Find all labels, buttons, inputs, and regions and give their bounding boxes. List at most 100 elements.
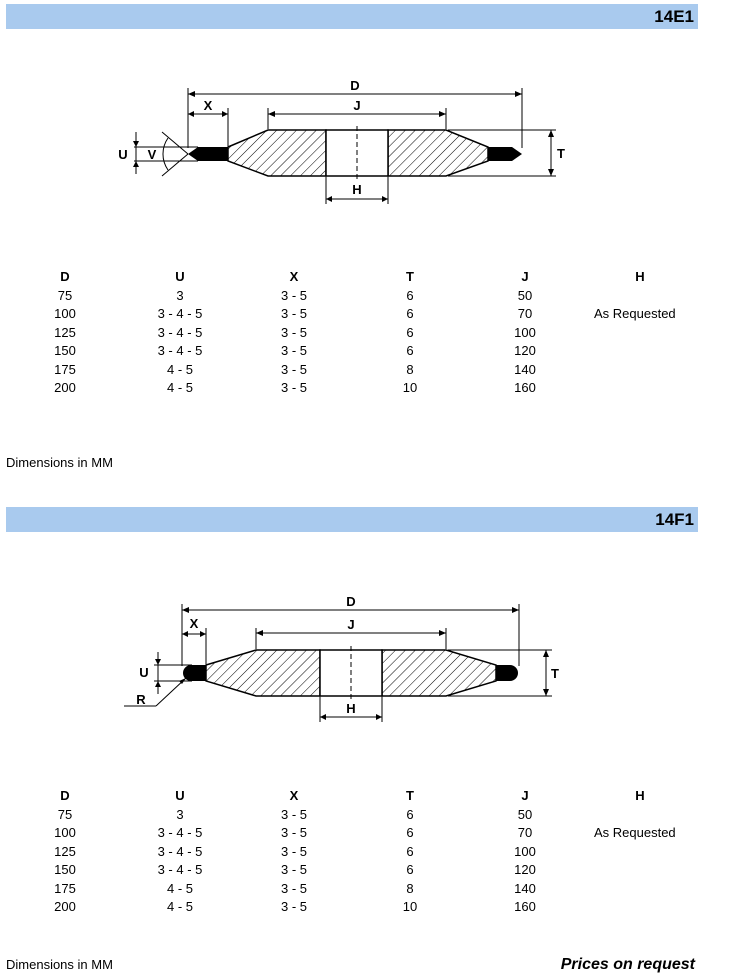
- col-header-d: D: [60, 269, 70, 284]
- cell-t: 6: [406, 862, 414, 877]
- cell-d: 100: [54, 306, 76, 321]
- col-header-t: T: [406, 269, 414, 284]
- col-header-u: U: [175, 788, 185, 803]
- cell-t: 8: [406, 361, 414, 377]
- table-row: 150 3 - 4 - 5 3 - 5 6 120: [0, 862, 729, 881]
- dim-label-j: J: [353, 98, 360, 113]
- cell-t: 10: [402, 899, 418, 914]
- cell-x: 3 - 5: [280, 843, 307, 859]
- cell-u: 3 - 4 - 5: [157, 862, 203, 877]
- cell-j: 70: [517, 306, 533, 321]
- cell-j: 100: [514, 843, 536, 859]
- dimensions-note: Dimensions in MM: [6, 455, 113, 470]
- col-header-x: X: [289, 269, 299, 284]
- col-header-t: T: [406, 788, 414, 803]
- cell-u: 3 - 4 - 5: [157, 343, 203, 358]
- cell-h: As Requested: [594, 306, 676, 321]
- cell-u: 4 - 5: [166, 380, 193, 395]
- cell-d: 150: [54, 343, 76, 358]
- col-header-j: J: [521, 788, 529, 803]
- dim-label-h: H: [352, 182, 361, 197]
- cell-u: 3: [176, 287, 184, 303]
- section-header-bar: 14F1: [6, 507, 698, 532]
- product-code: 14F1: [655, 510, 694, 529]
- cell-u: 4 - 5: [166, 899, 193, 914]
- cell-u: 3: [176, 806, 184, 822]
- cell-t: 6: [406, 324, 414, 340]
- cell-u: 4 - 5: [166, 361, 193, 377]
- cell-j: 160: [514, 899, 536, 914]
- cell-t: 10: [402, 380, 418, 395]
- cell-u: 3 - 4 - 5: [157, 324, 203, 340]
- col-header-j: J: [521, 269, 529, 284]
- cell-j: 70: [517, 825, 533, 840]
- cell-d: 75: [57, 287, 73, 303]
- col-header-h: H: [635, 788, 645, 803]
- cell-d: 200: [54, 899, 76, 914]
- cell-x: 3 - 5: [280, 306, 307, 321]
- dim-label-t: T: [551, 666, 559, 681]
- col-header-h: H: [635, 269, 645, 284]
- table-row: 75 3 3 - 5 6 50: [0, 807, 729, 826]
- cell-j: 50: [517, 806, 533, 822]
- dim-label-d: D: [350, 78, 359, 93]
- cell-x: 3 - 5: [280, 380, 307, 395]
- cell-j: 50: [517, 287, 533, 303]
- dim-label-u: U: [118, 147, 127, 162]
- dimensions-note: Dimensions in MM: [6, 957, 113, 972]
- cell-x: 3 - 5: [280, 899, 307, 914]
- dim-label-r: R: [136, 692, 146, 707]
- col-header-u: U: [175, 269, 185, 284]
- section-header-bar: 14E1: [6, 4, 698, 29]
- table-row: 100 3 - 4 - 5 3 - 5 6 70 As Requested: [0, 306, 729, 325]
- cell-d: 175: [54, 880, 76, 896]
- cell-t: 6: [406, 306, 414, 321]
- cell-d: 125: [54, 843, 76, 859]
- wheel-diagram-14f1: D X J T H U R: [0, 590, 729, 730]
- cell-j: 120: [514, 862, 536, 877]
- cell-t: 6: [406, 343, 414, 358]
- table-row: 100 3 - 4 - 5 3 - 5 6 70 As Requested: [0, 825, 729, 844]
- dim-label-u: U: [139, 665, 148, 680]
- cell-d: 150: [54, 862, 76, 877]
- col-header-d: D: [60, 788, 70, 803]
- cell-x: 3 - 5: [280, 862, 307, 877]
- cell-t: 6: [406, 843, 414, 859]
- cell-x: 3 - 5: [280, 880, 307, 896]
- cell-x: 3 - 5: [280, 825, 307, 840]
- cell-h: As Requested: [594, 825, 676, 840]
- cell-j: 140: [514, 361, 536, 377]
- cell-x: 3 - 5: [280, 287, 307, 303]
- cell-j: 160: [514, 380, 536, 395]
- table-row: 200 4 - 5 3 - 5 10 160: [0, 899, 729, 918]
- cell-d: 100: [54, 825, 76, 840]
- col-header-x: X: [289, 788, 299, 803]
- cell-d: 75: [57, 806, 73, 822]
- dim-label-v: V: [148, 147, 157, 162]
- table-row: 200 4 - 5 3 - 5 10 160: [0, 380, 729, 399]
- cell-t: 6: [406, 806, 414, 822]
- cell-x: 3 - 5: [280, 361, 307, 377]
- cell-u: 3 - 4 - 5: [157, 825, 203, 840]
- cell-u: 3 - 4 - 5: [157, 306, 203, 321]
- cell-d: 200: [54, 380, 76, 395]
- prices-on-request: Prices on request: [560, 956, 695, 973]
- cell-t: 6: [406, 825, 414, 840]
- cell-d: 175: [54, 361, 76, 377]
- product-code: 14E1: [654, 7, 694, 26]
- dim-label-t: T: [557, 146, 565, 161]
- cell-u: 3 - 4 - 5: [157, 843, 203, 859]
- cell-x: 3 - 5: [280, 806, 307, 822]
- dim-label-x: X: [204, 98, 213, 113]
- cell-j: 100: [514, 324, 536, 340]
- dim-label-h: H: [346, 701, 355, 716]
- table-row: 175 4 - 5 3 - 5 8 140: [0, 362, 729, 381]
- table-row: 125 3 - 4 - 5 3 - 5 6 100: [0, 844, 729, 863]
- cell-j: 140: [514, 880, 536, 896]
- wheel-diagram-14e1: D X J T H U V: [0, 70, 729, 210]
- dim-label-j: J: [347, 617, 354, 632]
- cell-j: 120: [514, 343, 536, 358]
